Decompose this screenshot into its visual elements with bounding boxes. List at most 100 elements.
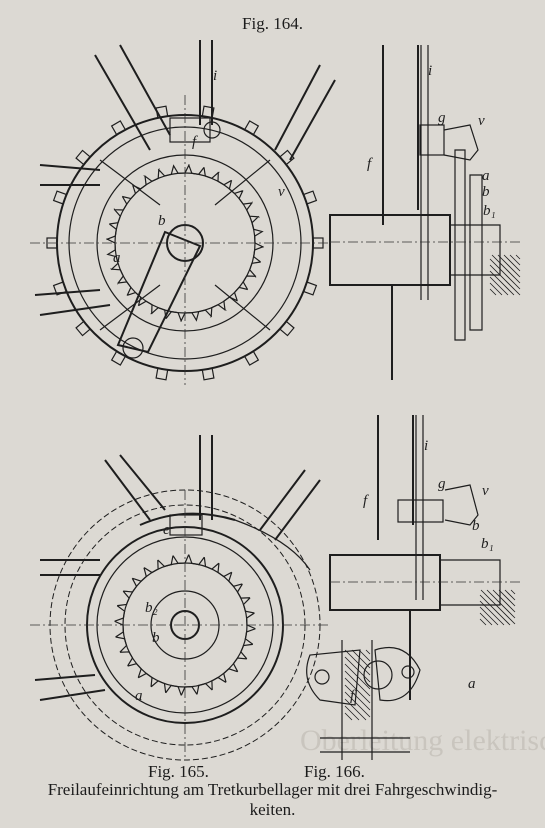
sprocket-tooth xyxy=(155,367,169,381)
hatch-line xyxy=(489,270,515,296)
hatch-line xyxy=(479,600,505,626)
hatch-line xyxy=(480,589,516,625)
sprocket-tooth xyxy=(52,190,68,205)
frame-tube-upper-right xyxy=(274,64,336,161)
pedal-eye xyxy=(122,337,144,359)
hatch-line xyxy=(479,594,511,626)
lever-clamp xyxy=(169,514,203,536)
frame-tube-upper-left xyxy=(94,44,171,151)
bottom-bracket-166 xyxy=(329,554,441,611)
caption-line-1: Freilaufeinrichtung am Tretkurbellager m… xyxy=(47,780,498,799)
section-hatching-166 xyxy=(479,589,516,626)
sprocket-tooth xyxy=(52,281,68,296)
spider-arms xyxy=(99,159,271,331)
gear-v-166 xyxy=(444,484,479,526)
label-f-fig164: f xyxy=(192,134,198,150)
hatch-line xyxy=(479,618,487,626)
rod-166 xyxy=(415,415,424,600)
fig165-front-view: b₂ b a e xyxy=(30,435,330,761)
label-f-fig166-detail: f xyxy=(350,688,356,704)
label-b2-fig165: b₂ xyxy=(145,600,158,616)
detail-housing-right xyxy=(374,646,421,702)
gear-g-block xyxy=(419,124,445,156)
sprocket-tooth xyxy=(278,320,295,337)
sprocket-tooth xyxy=(201,367,215,381)
clamp-f xyxy=(169,117,211,143)
hatch-line xyxy=(489,288,497,296)
hatch-line xyxy=(344,705,360,721)
sprocket-tooth xyxy=(201,105,215,119)
label-i-fig164: i xyxy=(213,68,217,84)
label-a-fig166: a xyxy=(468,676,476,692)
section-hatching xyxy=(489,254,521,296)
label-v-fig166: v xyxy=(482,483,489,499)
hatch-line xyxy=(491,254,521,284)
hatch-line xyxy=(515,254,521,260)
gear-g-166 xyxy=(397,499,444,523)
detail-housing-left xyxy=(306,649,361,706)
label-a-fig164-section: a xyxy=(482,168,490,184)
hatch-line xyxy=(344,656,371,683)
hatch-line xyxy=(486,589,516,619)
seat-tube-166 xyxy=(377,415,414,540)
label-a-fig165: a xyxy=(135,688,143,704)
sprocket-tooth xyxy=(110,350,127,366)
sprocket-tooth xyxy=(278,149,295,166)
hatch-line xyxy=(489,264,521,296)
label-b-fig164-section: b xyxy=(482,184,490,200)
chainring-section xyxy=(454,149,483,341)
hatch-line xyxy=(498,589,516,607)
axle-section xyxy=(450,224,501,276)
label-g-fig164-section: g xyxy=(438,110,446,126)
sprocket-tooth xyxy=(302,281,318,296)
hatch-line xyxy=(344,649,371,676)
figure-label-166: Fig. 166. xyxy=(304,762,365,781)
detail-bolt-right xyxy=(401,665,415,679)
seat-tube xyxy=(382,45,419,225)
hatch-line xyxy=(344,698,367,721)
hatch-line xyxy=(365,649,371,655)
detail-base-lines xyxy=(320,737,410,753)
lever-arm-right xyxy=(234,519,311,571)
frame-tube-upper-left-165 xyxy=(104,454,166,521)
fig164-section-view: i g v f a b b₁ xyxy=(329,45,521,380)
label-b-fig165: b xyxy=(152,630,160,646)
frame-tube-upper-right-165 xyxy=(259,469,321,541)
sprocket-tooth xyxy=(302,190,318,205)
axle-166 xyxy=(440,559,501,606)
sprocket-tooth xyxy=(75,149,92,166)
hatch-line xyxy=(344,691,371,718)
label-b-fig164: b xyxy=(158,213,166,229)
hatch-line xyxy=(489,282,503,296)
detail-bolt-left xyxy=(314,669,330,685)
hatch-line xyxy=(497,254,521,278)
hatch-line xyxy=(504,589,516,601)
caption-line-2: keiten. xyxy=(249,800,296,819)
hatch-line xyxy=(358,649,371,662)
shift-lever xyxy=(139,512,236,526)
hatch-line xyxy=(503,254,521,272)
hatch-line xyxy=(510,589,516,595)
rod-i xyxy=(199,40,213,125)
label-f-fig166: f xyxy=(363,493,369,509)
detail-hatching xyxy=(344,649,371,721)
bottom-bracket-shell xyxy=(329,214,451,286)
sprocket-tooth xyxy=(110,120,127,136)
label-v-fig164: v xyxy=(278,184,285,200)
figure-caption: Freilaufeinrichtung am Tretkurbellager m… xyxy=(10,780,535,820)
label-v-fig164-section: v xyxy=(478,113,485,129)
label-b1-fig166: b₁ xyxy=(481,536,494,552)
label-f-fig164-section: f xyxy=(367,156,373,172)
detail-pinion xyxy=(363,660,393,690)
hatch-line xyxy=(489,276,509,296)
fig164-front-view: i f b a v xyxy=(30,40,336,385)
sprocket-tooth xyxy=(243,350,260,366)
hatch-line xyxy=(509,254,521,266)
hatch-line xyxy=(479,606,499,626)
hatch-line xyxy=(344,677,371,704)
label-i-fig166: i xyxy=(424,438,428,454)
sprocket-tooth xyxy=(243,120,260,136)
sprocket-teeth xyxy=(46,105,324,381)
